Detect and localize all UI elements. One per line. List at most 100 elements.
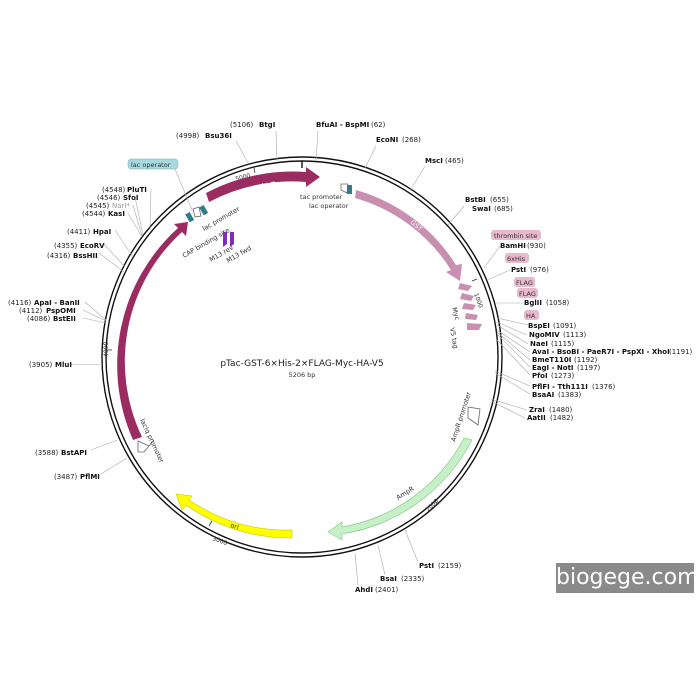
laciq-promoter-feature (137, 439, 155, 453)
site-swai: SwaI (472, 205, 491, 213)
site-mlui: MluI (55, 361, 72, 369)
site-pos-mlui: (3905) (29, 361, 53, 369)
site-pos-ahdi: (2401) (375, 586, 399, 594)
ori-feature (175, 493, 293, 539)
site-pos-swai: (685) (494, 205, 513, 213)
site-ngomiv: NgoMIV (529, 331, 560, 339)
site-pos-sfoi: (4546) (97, 194, 121, 202)
tac-promoter-label: tac promoter (300, 193, 343, 201)
site-bsshii: BssHII (73, 252, 98, 260)
laci-feature (117, 222, 188, 440)
lac-operator-label: lac operator (309, 202, 349, 210)
lac-promoter-feature (192, 206, 202, 218)
ampr-promoter-feature (467, 406, 481, 426)
site-ecorv: EcoRV (80, 242, 105, 250)
flag1-tag: FLAG (516, 279, 533, 287)
v5-tag-label: V5 tag (448, 327, 460, 349)
site-bstapi: BstAPI (61, 449, 87, 457)
site-pos-msci: (465) (445, 157, 464, 165)
site-pspomi: PspOMI (46, 307, 76, 315)
site-pos-btgi: (5106) (230, 121, 254, 129)
site-pos-avai: (1191) (669, 348, 693, 356)
site-pos-psti-2159: (2159) (438, 562, 462, 570)
site-pos-bstapi: (3588) (35, 449, 59, 457)
m13-rev-feature (223, 232, 227, 247)
brand-badge (556, 563, 694, 593)
site-pos-ngomiv: (1113) (563, 331, 587, 339)
site-msci: MscI (425, 157, 443, 165)
site-eagi: EagI - NotI (532, 364, 574, 372)
site-pos-bsshii: (4316) (47, 252, 71, 260)
site-pos-bstbi: (655) (490, 196, 509, 204)
site-pos-bsaai: (1383) (558, 391, 582, 399)
site-pflmi: PflMI (80, 473, 100, 481)
plasmid-title: pTac-GST-6×His-2×FLAG-Myc-HA-V5 (220, 359, 383, 369)
brand-text: biogege.com (556, 565, 699, 590)
lac-operator-tag-box (127, 158, 179, 170)
tick-label-4000: 4000 (103, 342, 110, 357)
site-pos-naei: (1115) (551, 340, 575, 348)
plasmid-size: 5206 bp (289, 371, 316, 379)
site-pos-pluti: (4548) (102, 186, 126, 194)
site-ahdi: AhdI (355, 586, 373, 594)
tick-label-1000: 1000 (472, 292, 484, 309)
ori-label: ori (229, 521, 240, 531)
site-pos-apai: (4116) (8, 299, 32, 307)
site-bstbi: BstBI (465, 196, 486, 204)
site-bfuai: BfuAI - BspMI (316, 121, 369, 129)
site-apai: ApaI - BanII (34, 299, 80, 307)
site-pos-bsai: (2335) (401, 575, 425, 583)
site-btgi: BtgI (259, 121, 275, 129)
tick-label-2000: 2000 (424, 498, 440, 514)
site-bsai: BsaI (380, 575, 397, 583)
site-pflfi: PflFI - Tth111I (532, 383, 588, 391)
site-bglii: BglII (524, 299, 542, 307)
site-pos-pfoi: (1273) (551, 372, 575, 380)
thrombin-site-tag: thrombin site (494, 232, 537, 240)
site-avai: AvaI - BsoBI - PaeR7I - PspXI - XhoI (532, 348, 670, 356)
site-bsaai: BsaAI (532, 391, 554, 399)
site-pos-bamhi: (930) (527, 242, 546, 250)
site-bsu36i: Bsu36I (205, 132, 232, 140)
site-pos-bspei: (1091) (553, 322, 577, 330)
tick-label-3000: 3000 (211, 535, 228, 547)
site-pos-eagi: (1197) (577, 364, 601, 372)
lac-operator-feature (347, 185, 352, 194)
site-pos-pspomi: (4112) (19, 307, 43, 315)
site-zrai: ZraI (529, 406, 545, 414)
gst-feature (355, 190, 462, 281)
site-psti-2159: PstI (419, 562, 434, 570)
site-pluti: PluTI (127, 186, 147, 194)
laci-label: lacI (116, 314, 124, 325)
m13-fwd-feature (230, 232, 234, 247)
site-pos-ecorv: (4355) (54, 242, 78, 250)
myc-label: Myc (450, 306, 461, 321)
tick-label-5000: 5000 (235, 172, 252, 183)
leader-lines (70, 130, 531, 586)
ampr-feature (327, 437, 473, 541)
site-bamhi: BamHI (500, 242, 526, 250)
lacza-label: lacZα (261, 180, 280, 190)
site-pos-bsu36i: (4998) (176, 132, 200, 140)
site-pos-psti-976: (976) (530, 266, 549, 274)
his-tag: 6xHis (507, 255, 526, 263)
site-pos-econi: (268) (402, 136, 421, 144)
site-pos-pflfi: (1376) (592, 383, 616, 391)
ha-tag: HA (526, 312, 536, 320)
flag2-tag: FLAG (519, 290, 536, 298)
site-econi: EcoNI (376, 136, 398, 144)
site-kasi: KasI (108, 210, 125, 218)
site-bspei: BspEI (528, 322, 550, 330)
site-hpai: HpaI (93, 228, 111, 236)
backbone-outer (101, 156, 503, 558)
site-pos-aatii: (1482) (550, 414, 574, 422)
site-naei: NaeI (530, 340, 548, 348)
site-bmet110i: BmeT110I (532, 356, 571, 364)
site-pos-kasi: (4544) (82, 210, 106, 218)
site-psti-976: PstI (511, 266, 526, 274)
cap-site-feature (199, 205, 209, 216)
site-nari: NarI* (112, 202, 130, 210)
lacza-feature (206, 167, 320, 202)
lac-operator-tag: lac operator (131, 161, 171, 169)
